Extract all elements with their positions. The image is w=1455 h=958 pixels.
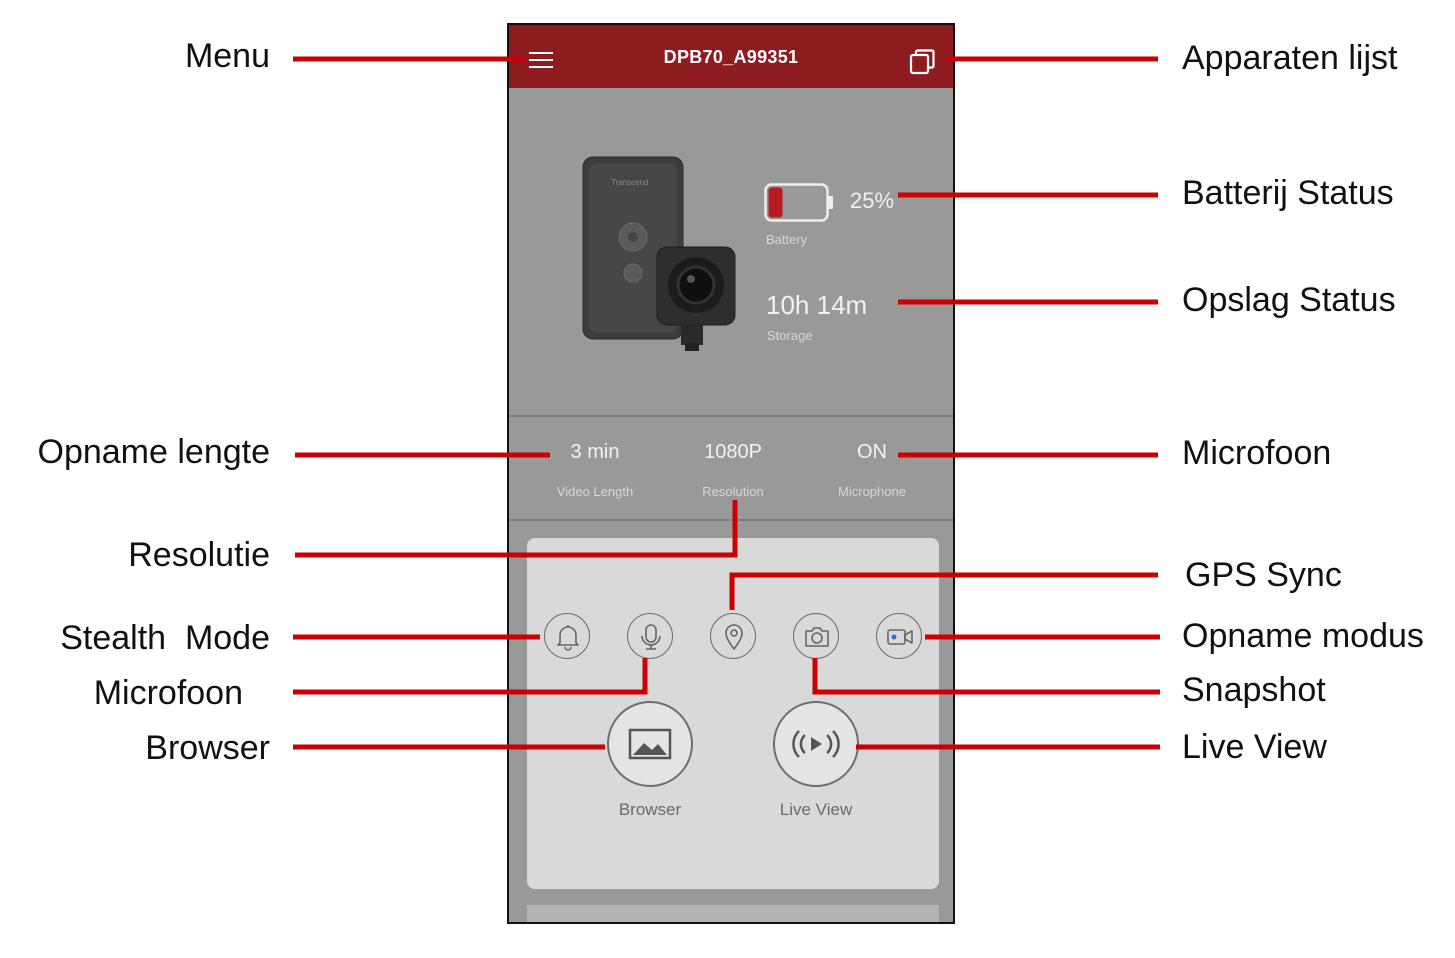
callout-line [293, 658, 648, 695]
annotation-menu: Menu [184, 37, 270, 75]
menu-icon[interactable] [529, 52, 553, 70]
battery-percent: 25% [850, 188, 895, 213]
resolution-label: Resolution [702, 484, 764, 499]
gps-sync-button[interactable] [710, 613, 756, 659]
video-camera-icon [887, 629, 913, 645]
live-view-button[interactable] [773, 701, 859, 787]
stealth-mode-button[interactable] [544, 613, 590, 659]
divider [509, 415, 953, 417]
video-length-label: Video Length [556, 484, 634, 499]
annotation-opslag-status: Opslag Status [1182, 281, 1396, 319]
microphone-label: Microphone [838, 484, 906, 499]
annotation-browser: Browser [145, 729, 270, 767]
annotation-gps-sync: GPS Sync [1185, 556, 1342, 594]
annotation-live-view: Live View [1182, 728, 1327, 766]
microphone-button[interactable] [627, 613, 673, 659]
browser-button[interactable] [607, 701, 693, 787]
divider [509, 519, 953, 521]
annotation-stealth-mode: Stealth Mode [60, 619, 270, 657]
record-mode-button[interactable] [876, 613, 922, 659]
phone-screen: DPB70_A99351 Transcend 25% Battery 10h 1… [507, 23, 955, 924]
control-panel: Browser Live View [527, 538, 939, 889]
top-bar: DPB70_A99351 [509, 25, 953, 88]
device-title: DPB70_A99351 [663, 47, 799, 67]
annotation-apparaten-lijst: Apparaten lijst [1182, 39, 1398, 77]
storage-value: 10h 14m [766, 290, 868, 320]
annotation-opname-lengte: Opname lengte [37, 433, 271, 471]
image-gallery-icon [628, 728, 672, 760]
battery-label: Battery [766, 232, 808, 247]
live-broadcast-icon [792, 730, 840, 758]
microphone-icon [641, 624, 661, 650]
svg-text:Transcend: Transcend [611, 178, 649, 187]
annotation-resolutie: Resolutie [128, 536, 270, 574]
annotation-snapshot: Snapshot [1182, 671, 1326, 709]
device-list-icon[interactable] [909, 49, 937, 75]
bottom-strip [527, 905, 939, 922]
callout-line [812, 658, 1160, 695]
annotation-opname-modus: Opname modus [1182, 617, 1424, 655]
storage-label: Storage [767, 328, 813, 343]
location-pin-icon [725, 624, 743, 651]
annotation-microfoon-left: Microfoon [93, 674, 243, 712]
battery-icon [764, 183, 833, 222]
annotation-microfoon-right: Microfoon [1182, 434, 1332, 472]
video-length-value: 3 min [570, 441, 620, 463]
bell-icon [557, 625, 579, 651]
bodycam-image: Transcend [582, 156, 736, 351]
resolution-value: 1080P [704, 441, 762, 463]
live-view-label: Live View [779, 800, 853, 819]
camera-icon [805, 627, 829, 647]
microphone-value: ON [857, 441, 887, 463]
annotation-batterij-status: Batterij Status [1182, 174, 1394, 212]
callout-line [295, 500, 738, 558]
callout-line [729, 572, 1158, 610]
browser-label: Browser [618, 800, 682, 819]
